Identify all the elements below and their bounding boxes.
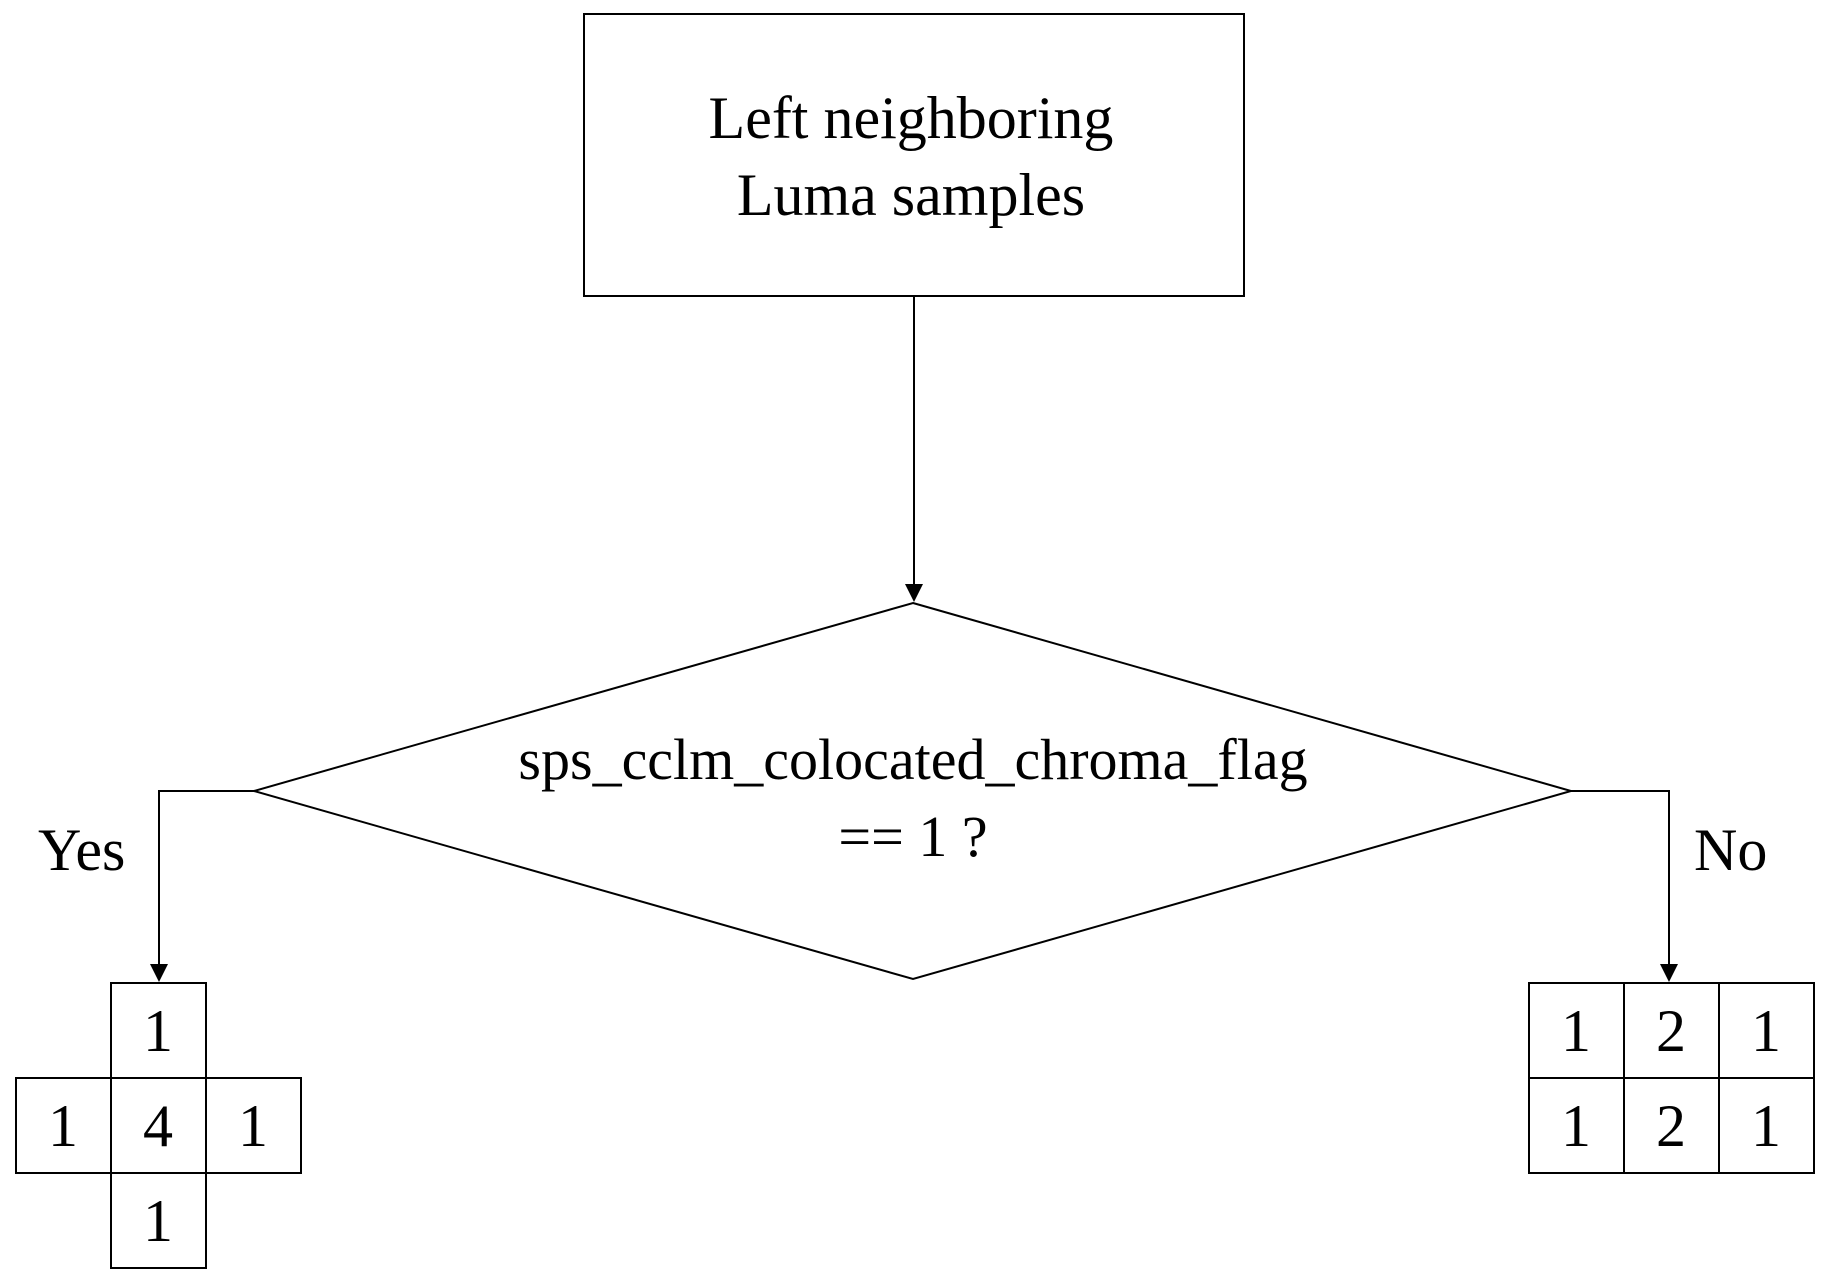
arrowhead-decision bbox=[905, 584, 923, 602]
decision-line2: == 1 ? bbox=[838, 804, 987, 869]
start-box-line1: Left neighboring bbox=[709, 85, 1114, 151]
no-filter-grid: 1 2 1 1 2 1 bbox=[1528, 982, 1815, 1174]
yes-filter-value-center: 4 bbox=[143, 1093, 173, 1159]
arrowhead-no bbox=[1660, 964, 1678, 982]
no-filter-value: 1 bbox=[1751, 998, 1781, 1064]
yes-filter-cell-left bbox=[15, 1077, 112, 1174]
yes-filter-value-left: 1 bbox=[48, 1093, 78, 1159]
decision-diamond bbox=[250, 601, 1575, 981]
yes-filter-grid: 1 1 4 1 1 bbox=[15, 982, 302, 1269]
no-filter-cell bbox=[1718, 1077, 1815, 1174]
yes-filter-value-top: 1 bbox=[143, 998, 173, 1064]
yes-filter-value-right: 1 bbox=[238, 1093, 268, 1159]
no-filter-value: 1 bbox=[1561, 1093, 1591, 1159]
yes-filter-cell-right bbox=[205, 1077, 302, 1174]
arrowhead-yes bbox=[150, 964, 168, 982]
no-filter-value: 1 bbox=[1751, 1093, 1781, 1159]
connector-no bbox=[1571, 790, 1670, 964]
start-box bbox=[583, 13, 1245, 297]
yes-filter-cell-center bbox=[110, 1077, 207, 1174]
start-box-line2: Luma samples bbox=[737, 162, 1085, 228]
no-filter-cell bbox=[1528, 1077, 1625, 1174]
no-label: No bbox=[1694, 817, 1767, 883]
no-filter-value: 1 bbox=[1561, 998, 1591, 1064]
no-filter-cell bbox=[1718, 982, 1815, 1079]
yes-filter-cell-top bbox=[110, 982, 207, 1079]
yes-filter-cell-bottom bbox=[110, 1172, 207, 1269]
decision-line1: sps_cclm_colocated_chroma_flag bbox=[518, 727, 1307, 792]
no-filter-value: 2 bbox=[1656, 998, 1686, 1064]
no-filter-cell bbox=[1623, 1077, 1720, 1174]
yes-filter-value-bottom: 1 bbox=[143, 1188, 173, 1254]
yes-label: Yes bbox=[38, 817, 125, 883]
no-filter-value: 2 bbox=[1656, 1093, 1686, 1159]
connector-yes bbox=[158, 790, 254, 964]
